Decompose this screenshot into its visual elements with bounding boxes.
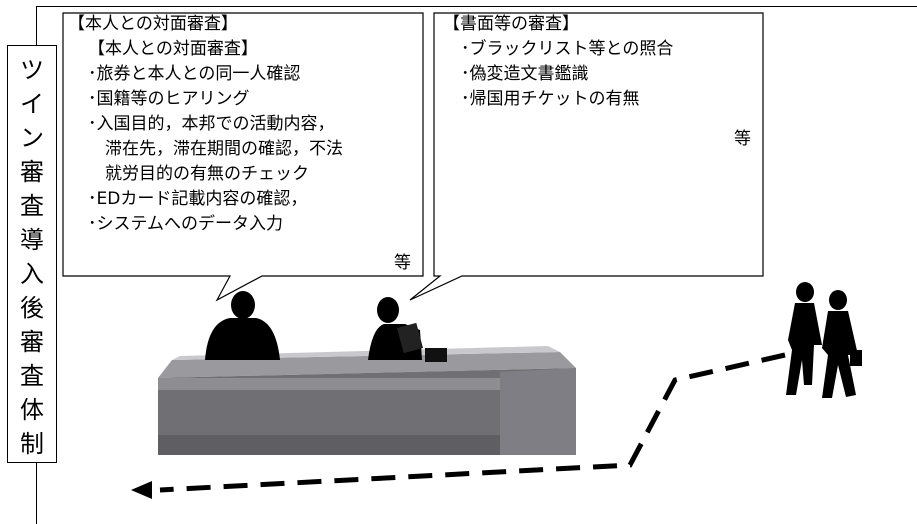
inspection-desk-illustration bbox=[158, 346, 576, 455]
right-box-header: 【書面等の審査】 bbox=[443, 14, 579, 34]
side-label-char: 審 bbox=[20, 158, 44, 186]
left-box-line: ･システムへのデータ入力 bbox=[88, 214, 283, 234]
officer-left-silhouette bbox=[205, 291, 280, 360]
frame-top-border bbox=[36, 6, 917, 7]
left-callout-shape bbox=[62, 12, 424, 302]
right-box-line: ･ブラックリスト等との照合 bbox=[461, 39, 674, 59]
left-box-header: 【本人との対面審査】 bbox=[68, 14, 238, 34]
side-label-char: 後 bbox=[20, 294, 44, 322]
officer-right-silhouette bbox=[368, 297, 447, 362]
right-callout-shape bbox=[409, 12, 764, 301]
route-arrowhead bbox=[131, 481, 152, 499]
left-box-line: ･EDカード記載内容の確認， bbox=[88, 189, 308, 209]
left-box-line: ･旅券と本人との同一人確認 bbox=[88, 64, 301, 84]
left-box-etc: 等 bbox=[394, 253, 411, 273]
right-box-etc: 等 bbox=[734, 129, 751, 149]
left-box-content: 【本人との対面審査】 【本人との対面審査】 ･旅券と本人との同一人確認 ･国籍等… bbox=[68, 12, 343, 237]
passenger-route-dashed-line bbox=[159, 352, 786, 493]
side-label-char: 査 bbox=[20, 362, 44, 390]
side-label-char: 導 bbox=[20, 226, 44, 254]
travelers-silhouette bbox=[786, 282, 862, 398]
side-label-char: ン bbox=[20, 124, 44, 152]
side-label-char: ツ bbox=[20, 56, 44, 84]
right-box-line: ･帰国用チケットの有無 bbox=[461, 89, 640, 109]
left-box-line: 就労目的の有無のチェック bbox=[88, 164, 309, 184]
side-label-char: イ bbox=[20, 90, 44, 118]
side-label-char: 入 bbox=[20, 260, 44, 288]
side-label-char: 制 bbox=[20, 430, 44, 458]
right-box-content: 【書面等の審査】 ･ブラックリスト等との照合 ･偽変造文書鑑識 ･帰国用チケット… bbox=[443, 12, 673, 112]
side-label-char: 査 bbox=[20, 192, 44, 220]
side-label-char: 体 bbox=[20, 396, 44, 424]
left-box-line: 滞在先，滞在期間の確認，不法 bbox=[88, 139, 343, 159]
side-label-char: 審 bbox=[20, 328, 44, 356]
side-vertical-label: ツ イ ン 審 査 導 入 後 審 査 体 制 bbox=[7, 45, 57, 463]
left-box-subheader: 【本人との対面審査】 bbox=[88, 39, 258, 59]
left-box-line: ･国籍等のヒアリング bbox=[88, 89, 250, 109]
left-box-line: ･入国目的，本邦での活動内容， bbox=[88, 114, 335, 134]
right-box-line: ･偽変造文書鑑識 bbox=[461, 64, 589, 84]
